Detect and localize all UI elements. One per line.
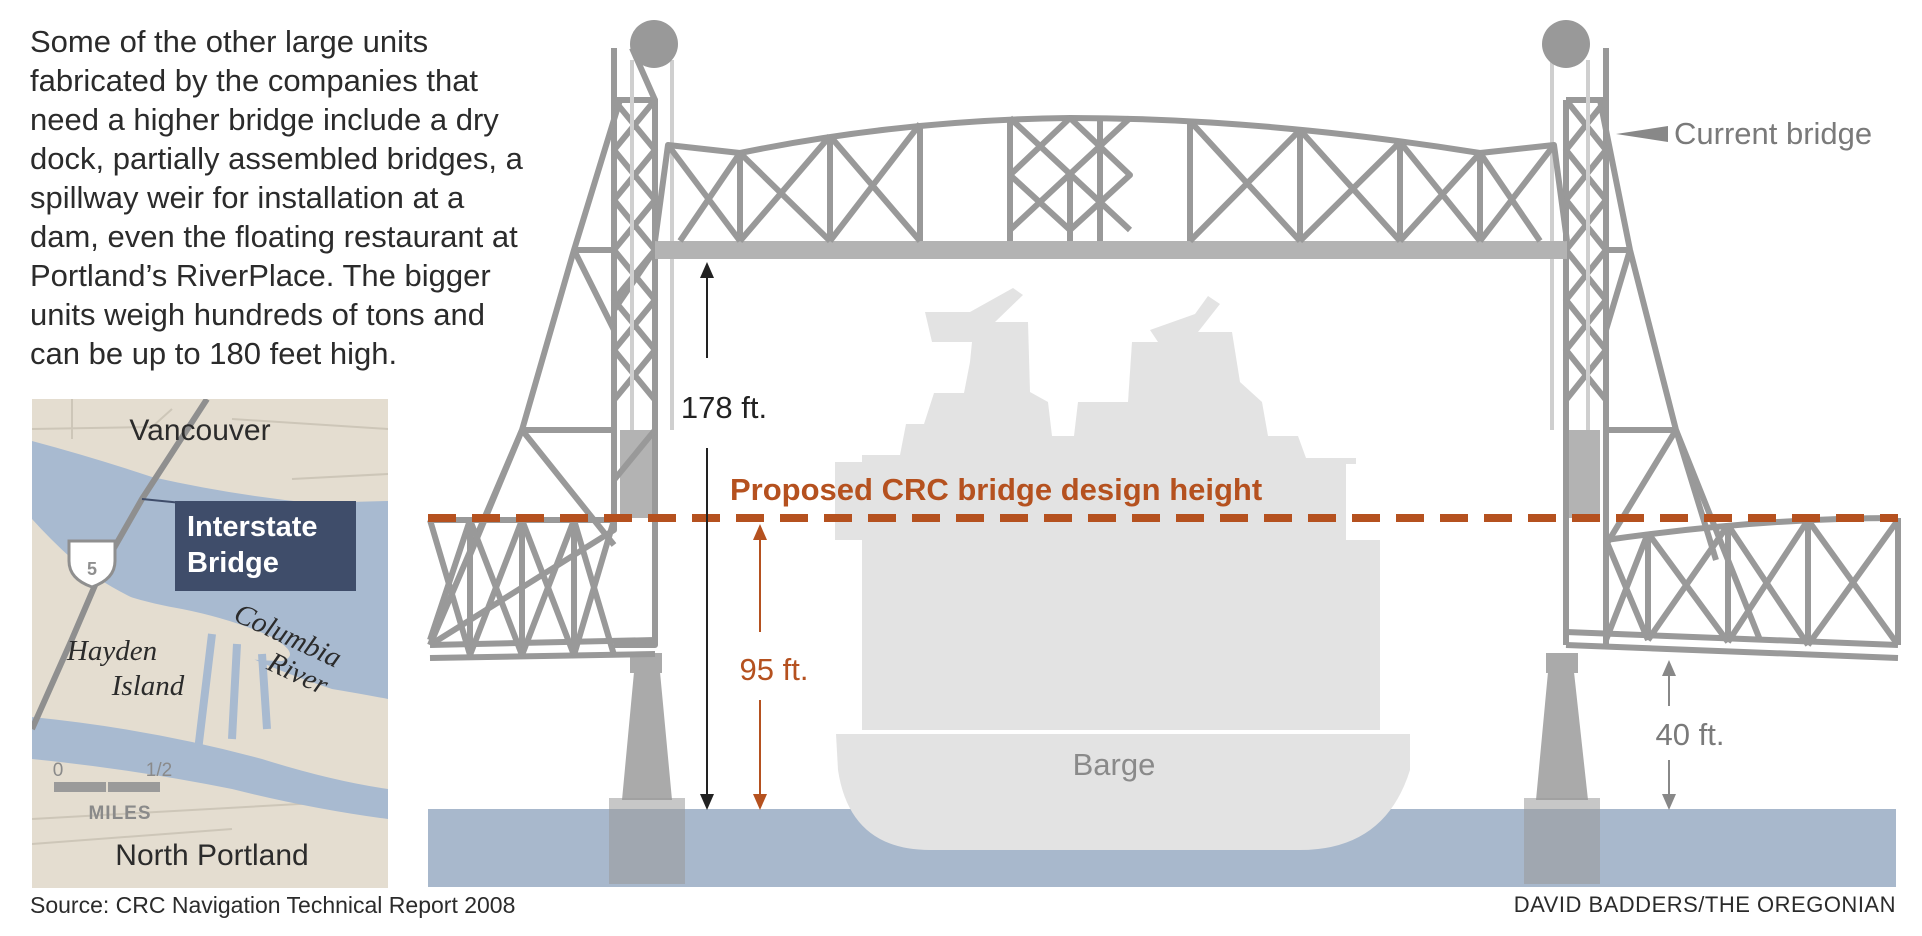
intro-line: dock, partially assembled bridges, a xyxy=(30,141,523,176)
barge-label: Barge xyxy=(1073,747,1156,782)
lift-span xyxy=(652,115,1570,259)
counterweight-right xyxy=(1542,20,1590,68)
source-note: Source: CRC Navigation Technical Report … xyxy=(30,892,516,918)
locator-map: 5 Vancouver Interstate Bridge Hayden Isl… xyxy=(32,399,388,888)
intro-line: dam, even the floating restaurant at xyxy=(30,219,518,254)
clearance-178-arrow xyxy=(700,262,714,810)
left-tower xyxy=(427,20,685,884)
right-fixed-span xyxy=(1565,515,1901,661)
svg-text:5: 5 xyxy=(87,559,97,579)
intro-line: units weigh hundreds of tons and xyxy=(30,297,485,332)
right-tower xyxy=(1524,20,1763,884)
intro-line: can be up to 180 feet high. xyxy=(30,336,398,371)
map-scale-bar: 0 1/2 MILES xyxy=(53,760,173,824)
intro-line: spillway weir for installation at a xyxy=(30,180,465,215)
proposed-height-label: Proposed CRC bridge design height xyxy=(730,472,1262,507)
left-fixed-span xyxy=(427,517,656,661)
interstate-bridge-label-box xyxy=(175,501,356,591)
map-hayden-label-1: Hayden xyxy=(66,635,157,667)
svg-text:MILES: MILES xyxy=(88,803,151,824)
map-hayden-label-2: Island xyxy=(111,670,185,702)
interstate-bridge-label-line1: Interstate xyxy=(187,511,318,543)
current-bridge-label: Current bridge xyxy=(1674,116,1872,151)
clearance-95-arrow xyxy=(753,524,767,810)
current-bridge-pointer xyxy=(1616,126,1668,142)
svg-text:0: 0 xyxy=(53,760,64,781)
clearance-40-label: 40 ft. xyxy=(1656,717,1725,752)
intro-line: Some of the other large units xyxy=(30,24,429,59)
highway-shield: 5 xyxy=(67,539,117,589)
credit-line: DAVID BADDERS/THE OREGONIAN xyxy=(1513,892,1896,917)
intro-line: need a higher bridge include a dry xyxy=(30,102,499,137)
counterweight-left xyxy=(630,20,678,68)
intro-text: Some of the other large units fabricated … xyxy=(30,22,590,373)
clearance-40-arrow xyxy=(1662,660,1676,810)
map-north-portland-label: North Portland xyxy=(115,839,308,872)
map-hayden-island xyxy=(71,574,290,661)
map-south-channel xyxy=(32,717,388,819)
map-vancouver-label: Vancouver xyxy=(129,414,270,447)
clearance-95-label: 95 ft. xyxy=(740,652,809,687)
interstate-bridge-label-line2: Bridge xyxy=(187,547,279,579)
ship-silhouette xyxy=(835,288,1410,850)
clearance-178-label: 178 ft. xyxy=(681,390,767,425)
svg-text:1/2: 1/2 xyxy=(146,760,172,781)
intro-line: Portland’s RiverPlace. The bigger xyxy=(30,258,491,293)
intro-line: fabricated by the companies that xyxy=(30,63,479,98)
